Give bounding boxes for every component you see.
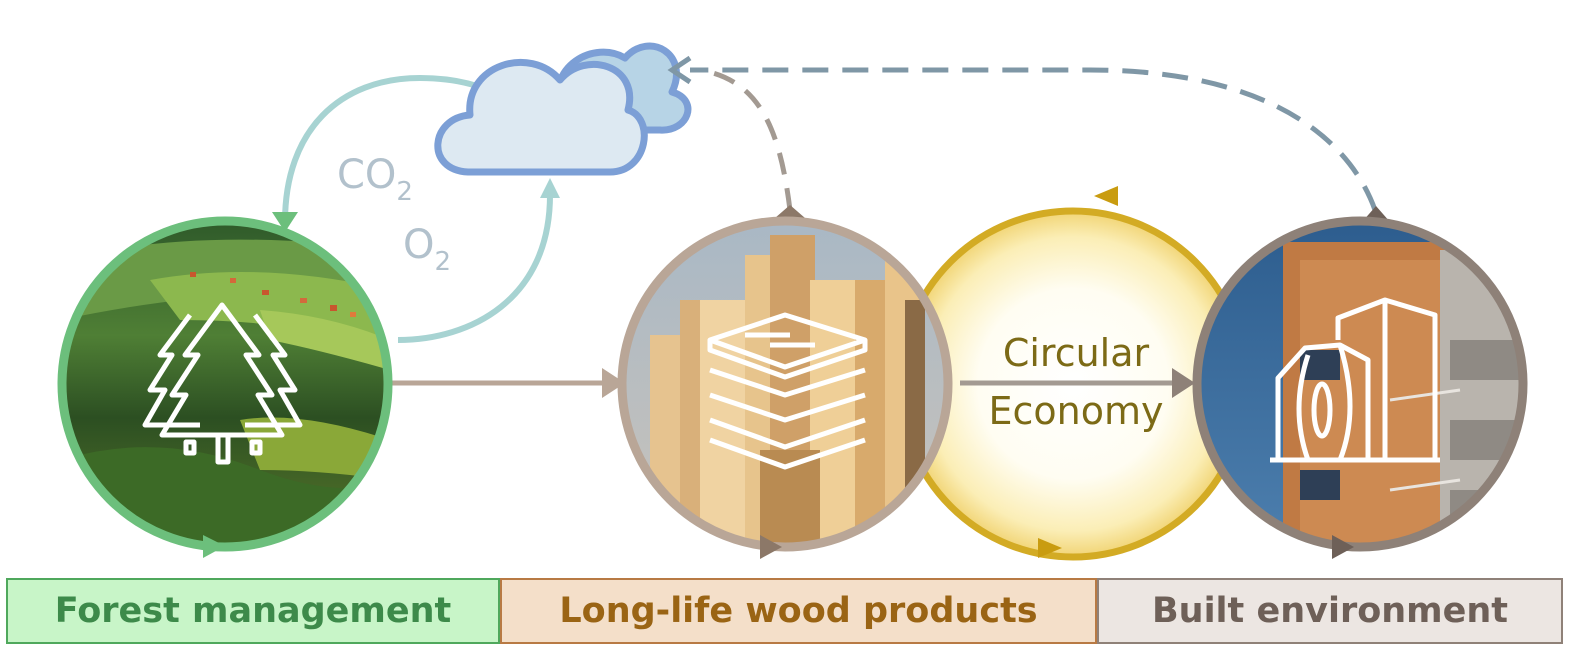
circular-economy-line2: Economy <box>989 389 1164 433</box>
gold-arrowhead-top <box>1094 186 1118 206</box>
wood-circle <box>617 216 953 559</box>
stage-label-forest: Forest management <box>6 578 500 644</box>
teal-arrowhead-up <box>540 178 560 198</box>
built-circle <box>1192 216 1528 559</box>
layers-icon <box>707 312 868 470</box>
flow-arrowhead-built <box>1172 368 1195 398</box>
cloud-arrowhead <box>667 55 692 85</box>
circular-economy-line1: Circular <box>1003 331 1150 375</box>
built-arrowhead-bottom <box>1332 535 1354 559</box>
tree-icon <box>142 302 303 465</box>
gold-arrowhead-bottom <box>1038 538 1062 558</box>
wood-arrowhead-bottom <box>760 535 782 559</box>
o2-label: O2 <box>403 222 451 277</box>
stage-label-wood: Long-life wood products <box>500 578 1097 644</box>
cloud-icon <box>434 42 692 176</box>
flow-forest-to-wood <box>390 368 625 398</box>
building-icon <box>1270 297 1440 463</box>
flow-arrowhead-wood <box>602 368 625 398</box>
flow-wood-to-built <box>960 368 1195 398</box>
forest-arrowhead-bottom <box>203 535 225 558</box>
co2-label: CO2 <box>337 152 413 207</box>
green-arrowhead-down <box>272 212 298 232</box>
emission-arrows <box>667 55 1390 222</box>
stage-label-built: Built environment <box>1097 578 1563 644</box>
wood-arrowhead-out <box>775 205 805 218</box>
forest-circle <box>57 216 393 558</box>
